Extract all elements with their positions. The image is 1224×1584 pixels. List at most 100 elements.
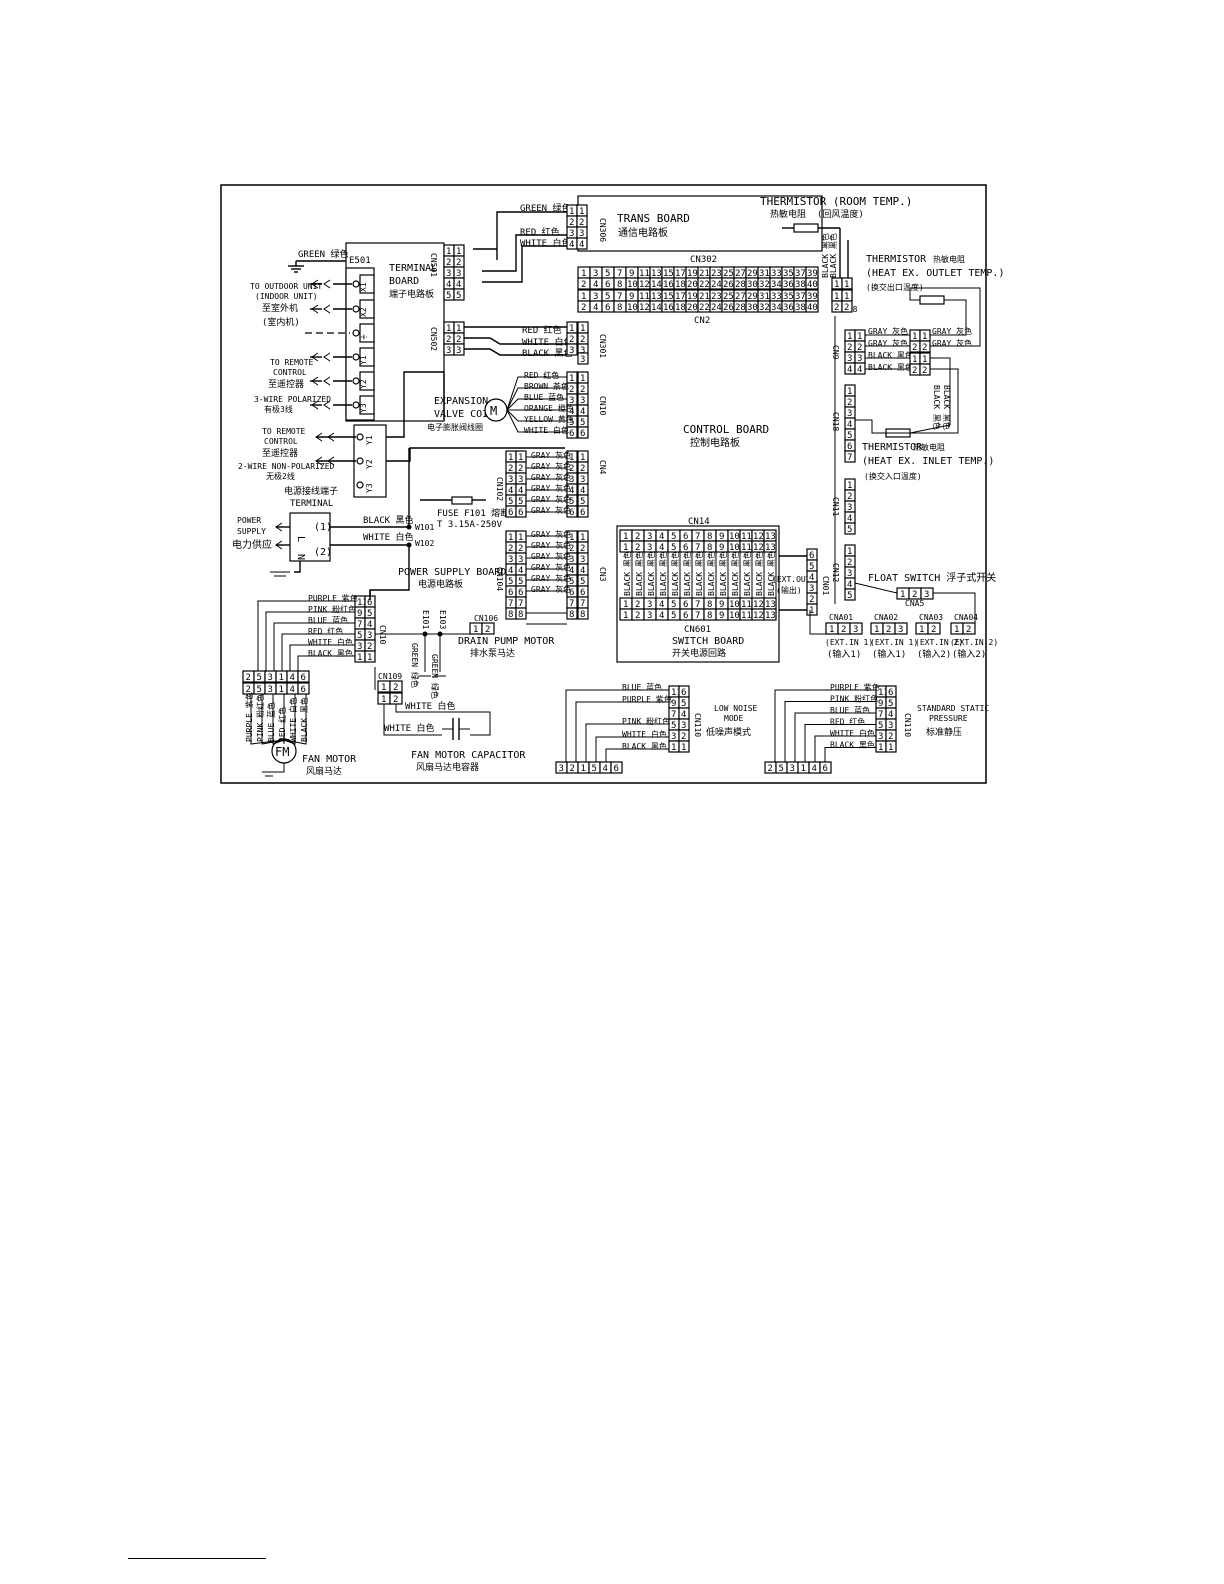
ext-input-name: CNA04 — [954, 613, 978, 622]
wire — [506, 387, 567, 411]
wire — [294, 561, 301, 573]
pin-number: 3 — [456, 269, 461, 279]
thermistor-room: THERMISTOR (ROOM TEMP.) 热敏电阻 (回风温度) — [760, 195, 912, 233]
svg-text:GREEN 绿色: GREEN 绿色 — [298, 248, 349, 260]
pin-number: 2 — [446, 258, 451, 268]
pin-number: 3 — [647, 532, 652, 542]
wire-label: BLACK 黑色 — [706, 551, 716, 596]
pin-number: 2 — [580, 464, 585, 474]
pin-number: 25 — [723, 269, 734, 279]
pin-number: 6 — [683, 600, 688, 610]
pin-number: 27 — [735, 269, 746, 279]
wire — [283, 694, 307, 745]
svg-text:CN10: CN10 — [598, 396, 607, 415]
wire — [804, 724, 876, 762]
pin-number: 10 — [729, 543, 740, 553]
terminal-screw — [352, 280, 360, 288]
cn9-outlet-right: 12 — [919, 329, 931, 353]
svg-text:至室外机: 至室外机 — [262, 302, 298, 314]
pin-number: 4 — [809, 573, 814, 583]
pin-number: 14 — [651, 303, 662, 313]
pin-number: 2 — [580, 385, 585, 395]
pin-number: 6 — [569, 508, 574, 518]
pin-number: 11 — [357, 598, 368, 608]
wire — [283, 694, 296, 745]
pin-number: 4 — [593, 303, 598, 313]
wire — [506, 409, 567, 422]
power-supply-terminal: POWER SUPPLY 电力供应 BLACK 黑色 WHITE 白色 W101… — [232, 496, 518, 590]
wire-label: BLUE 蓝色 — [308, 615, 348, 625]
svg-text:GREEN 绿色: GREEN 绿色 — [410, 643, 420, 688]
pin-number: 8 — [707, 532, 712, 542]
cn9-inlet-left: 12 — [909, 352, 921, 376]
pin-cell — [576, 237, 588, 250]
wire-label: BLACK 黑色 — [634, 551, 644, 596]
svg-text:SUPPLY: SUPPLY — [237, 527, 266, 536]
pin-number: 7 — [580, 599, 585, 609]
pin-number: 3 — [681, 721, 686, 731]
pin-number: 6 — [518, 508, 523, 518]
pin-number: 10 — [729, 600, 740, 610]
fan-motor: CN10 FM FAN MOTOR 风扇马达 — [271, 625, 387, 777]
pin-number: 4 — [659, 543, 664, 553]
svg-text:FLOAT SWITCH 浮子式开关: FLOAT SWITCH 浮子式开关 — [868, 571, 996, 584]
pin-number: 3 — [878, 732, 883, 742]
pin-number: 2 — [456, 258, 461, 268]
pin-number: 40 — [807, 303, 818, 313]
fan-motor-capacitor: CN109 WHITE 白色 WHITE 白色 FAN MOTOR CAPACI… — [378, 672, 526, 773]
pin-number: 13 — [651, 269, 662, 279]
svg-text:2-WIRE NON-POLARIZED: 2-WIRE NON-POLARIZED — [238, 462, 335, 471]
wire — [276, 763, 285, 773]
svg-text:(回风温度): (回风温度) — [817, 208, 864, 220]
wire — [464, 337, 567, 345]
svg-text:CN106: CN106 — [474, 614, 498, 623]
pin-number: 9 — [719, 600, 724, 610]
wire-label: BLACK 黑色 — [742, 551, 752, 596]
pin-number: 7 — [878, 710, 883, 720]
wire-label: WHITE 白色 — [288, 697, 298, 742]
pin-number: 2 — [580, 335, 585, 345]
pin-number: 1 — [954, 625, 959, 635]
pin-number: 5 — [569, 418, 574, 428]
terminal-label: N — [295, 554, 306, 560]
wire — [297, 655, 355, 671]
pin-cell — [927, 622, 941, 635]
pin-number: 2 — [569, 544, 574, 554]
wire-label: BLACK 黑色 — [646, 551, 656, 596]
pin-number: 2 — [367, 642, 372, 652]
pin-number: 13 — [765, 532, 776, 542]
pin-number: 4 — [580, 407, 585, 417]
pin-number: 1 — [912, 355, 917, 365]
pin-number: 4 — [290, 673, 295, 683]
cn3-label: CN3 — [598, 567, 607, 582]
pin-number: 2 — [518, 544, 523, 554]
terminal-cell — [359, 323, 375, 343]
pin-number: 4 — [847, 514, 852, 524]
arrow-head — [315, 432, 323, 442]
pin-number: 13 — [765, 611, 776, 621]
pin-number: 2 — [246, 685, 251, 695]
pin-cell — [297, 670, 310, 683]
wire-label: GRAY 灰色 — [531, 540, 571, 550]
pin-number: 4 — [508, 566, 513, 576]
wire-label: BLUE 蓝色 — [830, 705, 870, 715]
pin-number: 1 — [580, 374, 585, 384]
pin-number: 33 — [771, 269, 782, 279]
terminal-label: Y2 — [365, 459, 374, 469]
wire-label: GRAY 灰色 — [531, 551, 571, 561]
pin-number: 2 — [886, 625, 891, 635]
svg-text:(EXT.OUT): (EXT.OUT) — [772, 575, 815, 584]
wire — [464, 348, 567, 356]
pin-number: 1 — [847, 481, 852, 491]
pin-number: 2 — [847, 398, 852, 408]
pin-number: 1 — [912, 332, 917, 342]
svg-text:(换交入口温度): (换交入口温度) — [864, 471, 922, 481]
pin-number: 22 — [699, 303, 710, 313]
pin-number: 2 — [841, 625, 846, 635]
